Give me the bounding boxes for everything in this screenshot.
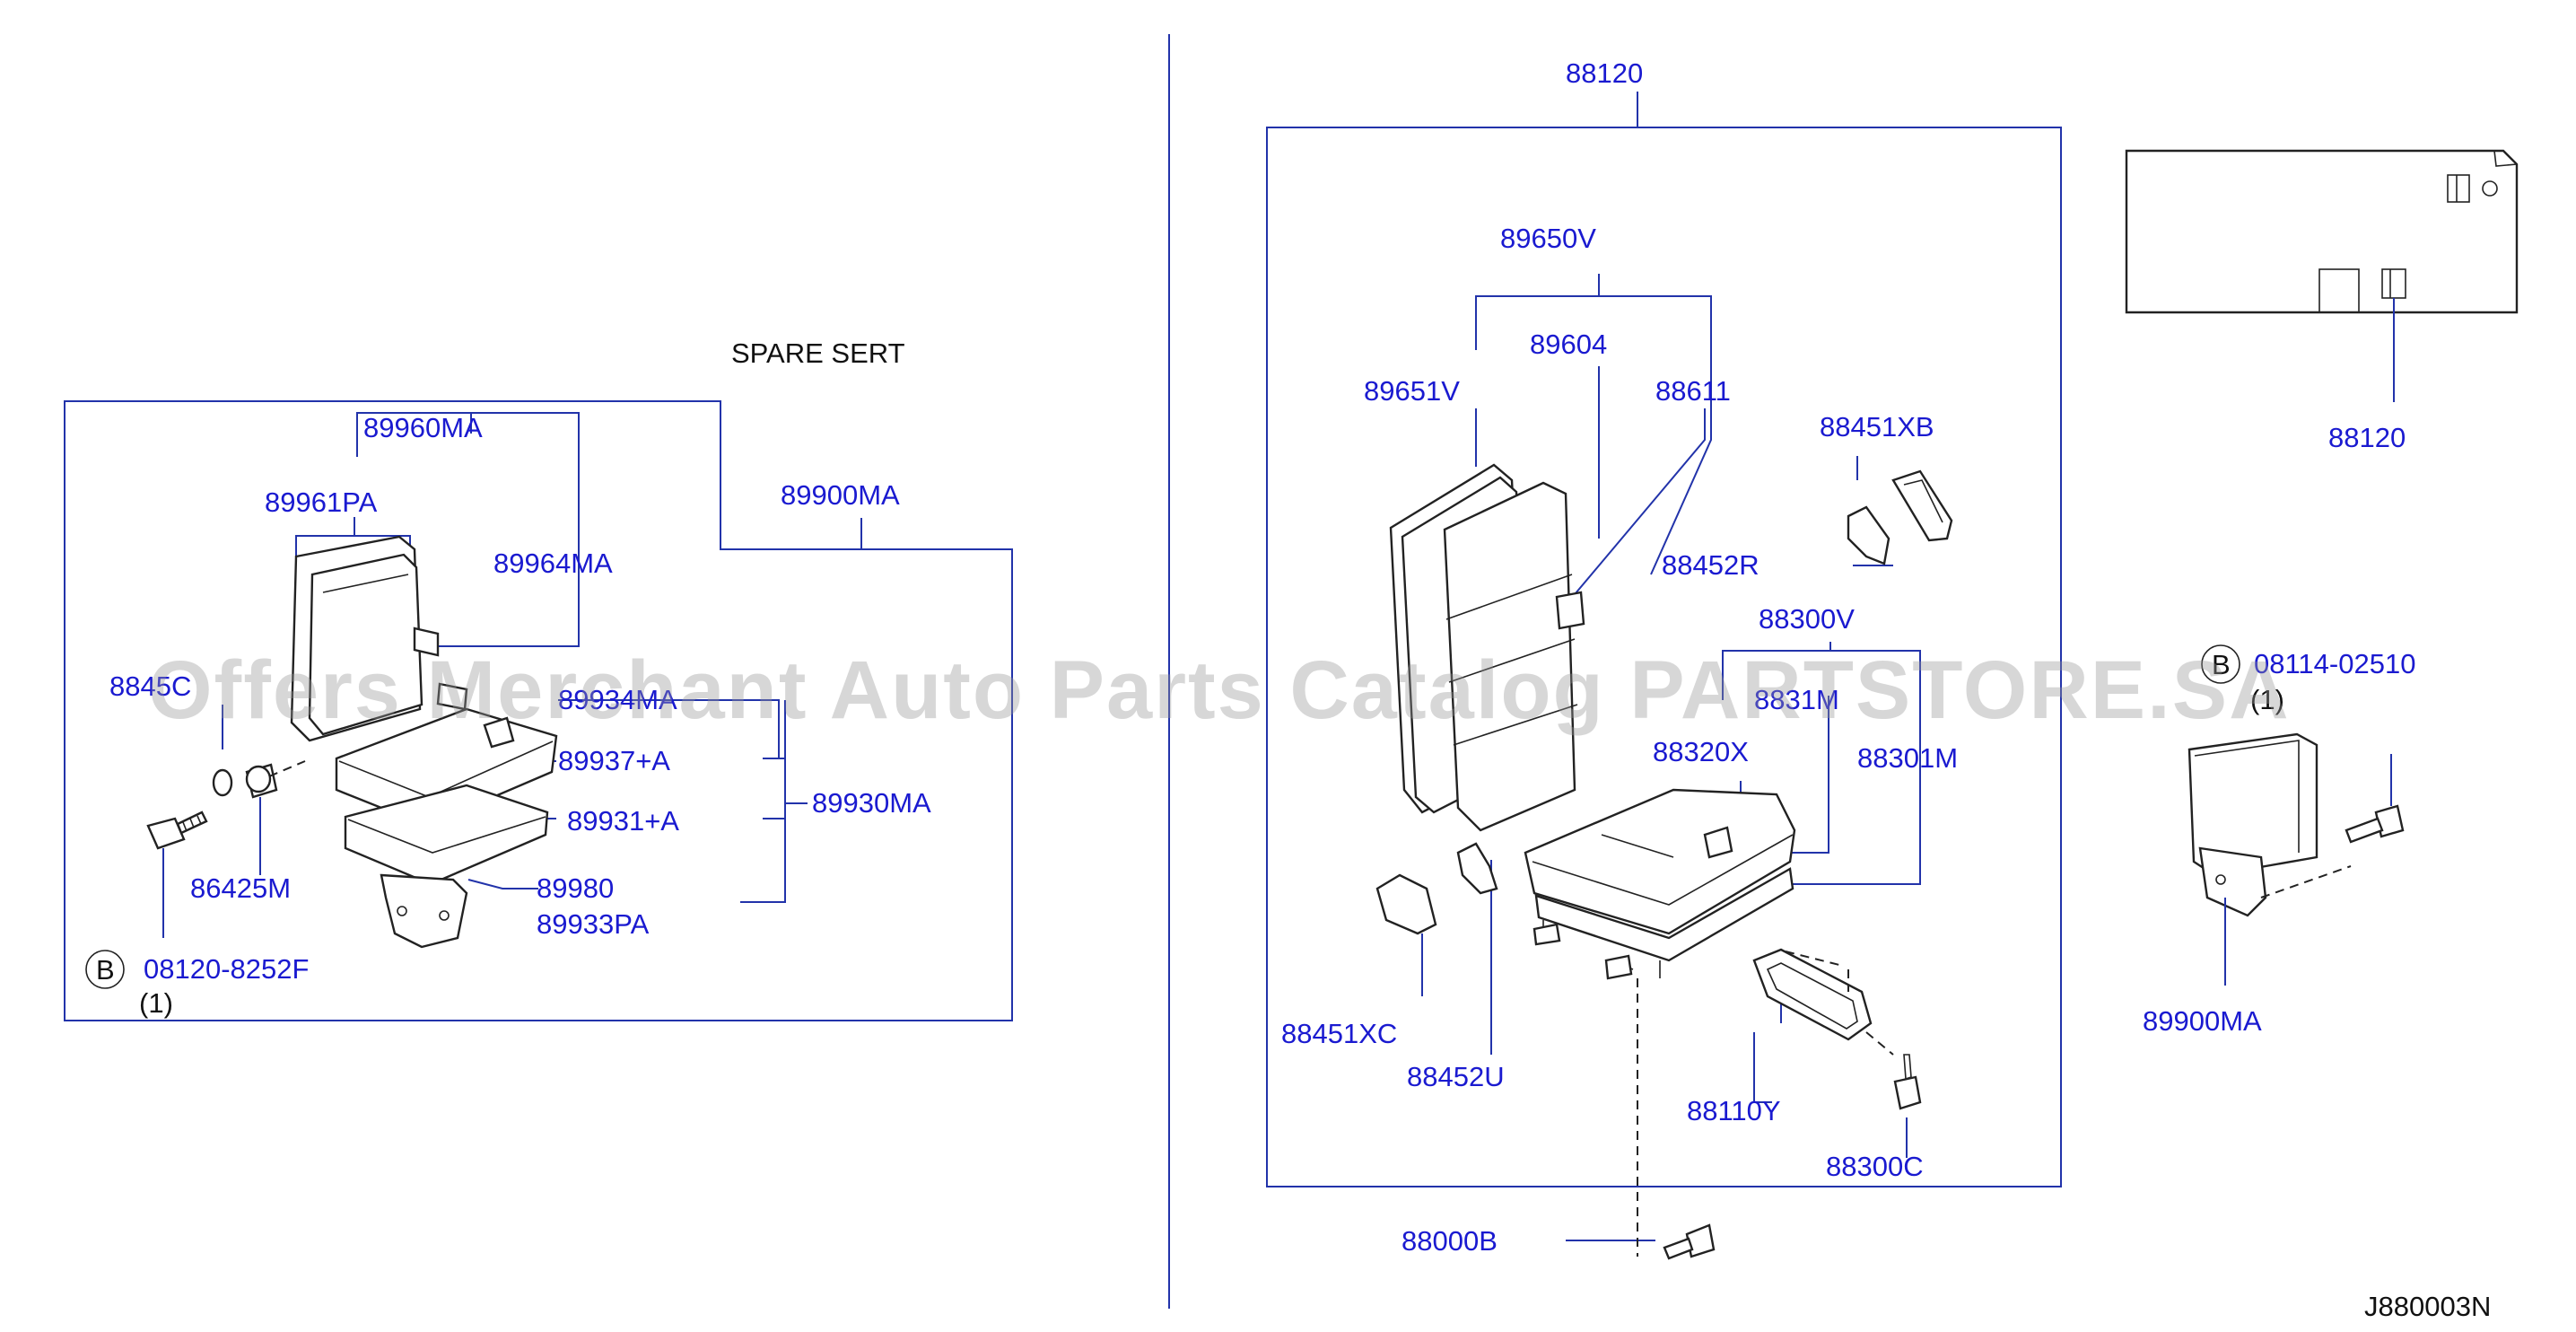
- label-88451XC: 88451XC: [1281, 1018, 1397, 1049]
- label-89650V: 89650V: [1500, 223, 1596, 254]
- spare-seat-frame: [64, 400, 1013, 1021]
- label-89961PA: 89961PA: [265, 486, 378, 518]
- label-89934MA: 89934MA: [558, 684, 677, 715]
- spare-seat-bracket-parts: [2187, 732, 2405, 917]
- label-89900MA-left: 89900MA: [781, 479, 900, 511]
- figure-code: J880003N: [2364, 1291, 2491, 1322]
- main-seat-frame: [1266, 127, 2062, 1187]
- label-qty-right: (1): [2250, 684, 2284, 715]
- label-89964MA: 89964MA: [493, 548, 613, 579]
- label-qty-left: (1): [139, 987, 173, 1019]
- label-89604: 89604: [1530, 329, 1607, 360]
- left-leader-lines: [162, 412, 862, 938]
- label-88120-top: 88120: [1566, 57, 1643, 89]
- label-88120-side: 88120: [2328, 422, 2406, 453]
- section-title: SPARE SERT: [731, 337, 905, 369]
- b-marker-left-text: B: [96, 954, 115, 986]
- label-8831M-partial: 8831M: [1754, 684, 1839, 715]
- label-89980: 89980: [537, 872, 614, 904]
- label-86425M: 86425M: [190, 872, 291, 904]
- label-8845xC: 8845C: [109, 670, 191, 702]
- b-marker-right-text: B: [2212, 649, 2231, 680]
- label-89651V: 89651V: [1364, 375, 1460, 407]
- spare-seat-parts: [146, 535, 558, 949]
- b-marker-left: B: [85, 950, 125, 989]
- label-89931A: 89931+A: [567, 805, 679, 837]
- label-89930MA: 89930MA: [812, 787, 931, 819]
- label-08114-02510: 08114-02510: [2254, 648, 2415, 679]
- label-88110Y: 88110Y: [1687, 1095, 1781, 1126]
- main-seat-parts: [1375, 463, 1953, 1260]
- label-89933PA: 89933PA: [537, 908, 650, 940]
- label-88451XB: 88451XB: [1820, 411, 1934, 443]
- label-88301M: 88301M: [1857, 742, 1958, 774]
- label-88320X: 88320X: [1653, 736, 1749, 767]
- label-89900MA-right: 89900MA: [2143, 1005, 2262, 1037]
- label-89960MA: 89960MA: [363, 412, 483, 443]
- label-08120-8252F: 08120-8252F: [144, 953, 309, 985]
- watermark-text: Offers Merchant Auto Parts Catalog PARTS…: [148, 644, 2291, 736]
- label-88611: 88611: [1655, 375, 1731, 407]
- b-marker-right: B: [2201, 644, 2240, 684]
- label-sheet-88120: [2125, 149, 2519, 314]
- label-88300V: 88300V: [1759, 603, 1855, 635]
- label-88300C: 88300C: [1826, 1151, 1924, 1182]
- label-88452R: 88452R: [1662, 549, 1760, 581]
- label-88000B: 88000B: [1402, 1225, 1498, 1257]
- label-88452U: 88452U: [1407, 1061, 1505, 1092]
- label-89937A: 89937+A: [558, 745, 670, 776]
